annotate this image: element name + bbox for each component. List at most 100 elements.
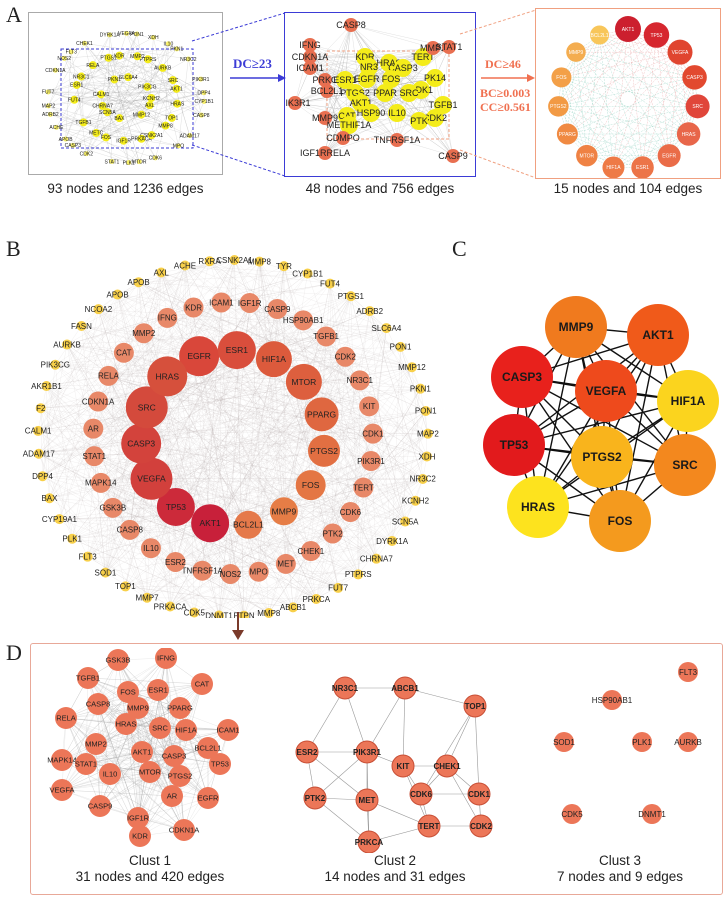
- edge: [40, 408, 73, 539]
- node-circle: [349, 370, 370, 391]
- node-mmp8: MMP8: [257, 607, 281, 618]
- edge: [95, 707, 181, 745]
- edge: [194, 558, 377, 613]
- node-label: STAT1: [75, 760, 97, 769]
- edge: [105, 273, 308, 573]
- node-tp53: TP53: [156, 487, 195, 526]
- edge: [306, 751, 368, 801]
- node-slc6a4: SLC6A4: [119, 73, 138, 82]
- node-circle: [89, 795, 111, 817]
- node-circle: [654, 434, 716, 496]
- edge: [175, 456, 427, 563]
- node-csnk2a1: CSNK2A1: [140, 131, 163, 140]
- edge: [234, 259, 428, 457]
- edge: [561, 77, 698, 107]
- node-label: CASP3: [127, 439, 155, 449]
- edge: [558, 77, 695, 107]
- node-akt1: AKT1: [170, 84, 183, 93]
- edge: [167, 376, 360, 381]
- node-circle: [364, 306, 375, 317]
- edge: [38, 401, 99, 432]
- edge: [97, 657, 167, 705]
- node-circle: [185, 56, 191, 62]
- edge: [599, 34, 681, 53]
- node-circle: [303, 786, 327, 810]
- edge: [56, 34, 110, 128]
- edge: [434, 77, 454, 157]
- node-circle: [172, 84, 181, 93]
- node-cat: CAT: [191, 673, 213, 695]
- node-label: FUT4: [320, 279, 341, 288]
- node-hif1a: HIF1A: [175, 719, 197, 741]
- edge: [66, 344, 176, 563]
- edge: [97, 703, 175, 757]
- node-label: PTPRS: [140, 57, 157, 63]
- node-circle: [103, 108, 112, 117]
- edge: [359, 380, 428, 457]
- node-label: MET: [277, 560, 294, 569]
- node-circle: [62, 339, 73, 350]
- node-circle: [140, 538, 161, 559]
- node-label: AKT1: [350, 98, 373, 108]
- node-circle: [395, 341, 406, 352]
- edge: [668, 52, 681, 156]
- node-label: TP53: [650, 33, 662, 39]
- edge: [599, 34, 695, 78]
- cluster-3-caption: 7 nodes and 9 edges: [556, 869, 684, 884]
- node-circle: [45, 103, 51, 109]
- edge: [48, 91, 204, 93]
- node-label: MET: [359, 796, 376, 805]
- node-label: IGF1R: [238, 299, 262, 308]
- node-label: MPO: [173, 144, 185, 150]
- node-label: IFNG: [158, 314, 177, 323]
- node-circle: [355, 788, 379, 812]
- edge: [97, 703, 139, 819]
- edge: [86, 43, 169, 154]
- node-label: TOP1: [465, 702, 486, 711]
- edge: [49, 498, 220, 616]
- node-cdk2: CDK2: [335, 346, 356, 367]
- node-label: CDK6: [340, 508, 362, 517]
- node-label: DPP4: [197, 90, 210, 96]
- edge: [96, 97, 152, 134]
- edge: [627, 28, 695, 78]
- edge: [567, 52, 577, 135]
- edge: [567, 77, 695, 135]
- edge: [40, 265, 186, 409]
- node-label: CDKN1A: [292, 52, 329, 62]
- edge: [86, 59, 149, 154]
- node-ptprs: PTPRS: [140, 55, 157, 64]
- node-circle: [446, 149, 460, 163]
- node-circle: [545, 296, 607, 358]
- edge: [48, 91, 102, 95]
- edge: [567, 133, 670, 156]
- edge: [74, 57, 109, 100]
- node-circle: [198, 112, 204, 118]
- node-circle: [333, 582, 344, 593]
- node-circle: [101, 133, 110, 142]
- node-label: PTGS2: [310, 446, 338, 456]
- node-label: HRAS: [521, 500, 555, 514]
- node-circle: [548, 96, 569, 117]
- edge: [292, 388, 421, 608]
- node-vegfa: VEGFA: [49, 779, 75, 801]
- node-flt3: FLT3: [66, 49, 77, 56]
- node-circle: [575, 360, 637, 422]
- node-tert: TERT: [417, 814, 441, 838]
- node-tgfb1: TGFB1: [428, 96, 458, 114]
- edge: [83, 79, 115, 123]
- edge: [210, 311, 370, 524]
- edge: [199, 356, 286, 564]
- edge: [42, 320, 304, 477]
- edge: [108, 57, 148, 87]
- edge: [599, 34, 643, 168]
- node-label: SCN5A: [99, 110, 116, 116]
- edge: [209, 261, 278, 310]
- node-circle: [400, 516, 411, 527]
- node-flt3: FLT3: [79, 551, 97, 562]
- node-mmp9: MMP9: [127, 697, 149, 719]
- edge: [105, 282, 139, 573]
- node-label: PTGS2: [168, 772, 193, 781]
- node-circle: [98, 365, 119, 386]
- node-ptgs2: PTGS2: [548, 96, 569, 117]
